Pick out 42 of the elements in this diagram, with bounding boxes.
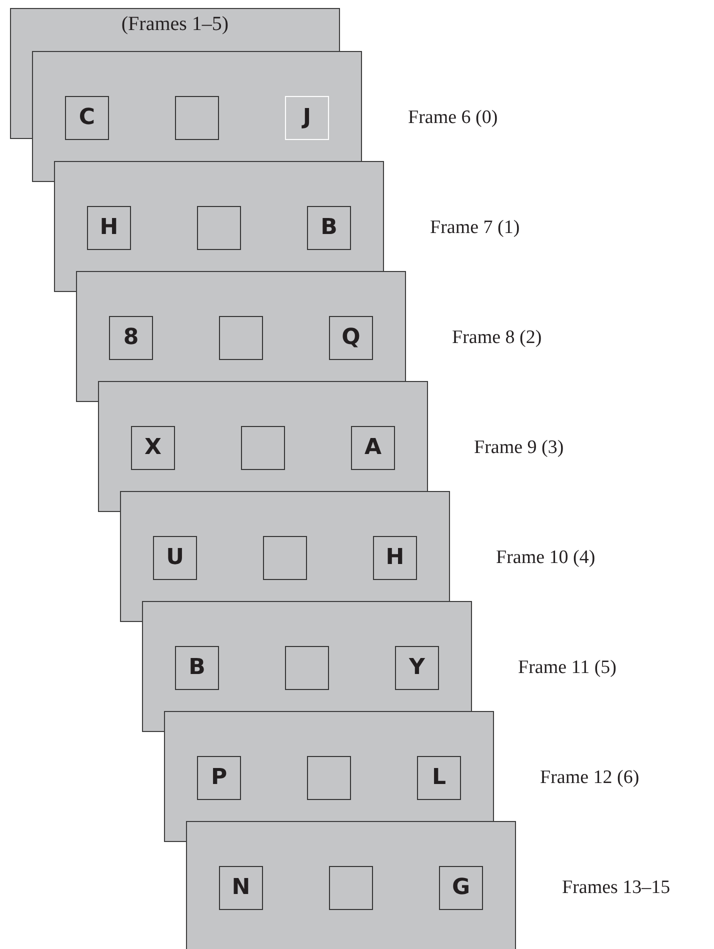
letter-box: J — [285, 96, 329, 140]
frame-label: Frame 9 (3) — [474, 438, 564, 457]
empty-box — [263, 536, 307, 580]
frame-caption: (Frames 1–5) — [120, 12, 230, 37]
letter-box: B — [307, 206, 351, 250]
letter-box: H — [87, 206, 131, 250]
frame-label: Frame 11 (5) — [518, 658, 616, 677]
letter-box: C — [65, 96, 109, 140]
frame-card — [98, 381, 428, 491]
empty-box — [285, 646, 329, 690]
frame-card — [32, 51, 362, 161]
frame-card — [54, 161, 384, 271]
frame-label: Frame 6 (0) — [408, 108, 498, 127]
frame-label: Frame 8 (2) — [452, 328, 542, 347]
empty-box — [197, 206, 241, 250]
letter-box: X — [131, 426, 175, 470]
frame-card — [164, 711, 494, 821]
frame-card — [142, 601, 472, 711]
letter-box: 8 — [109, 316, 153, 360]
frame-card — [76, 271, 406, 381]
letter-box: Y — [395, 646, 439, 690]
frame-card — [10, 8, 340, 51]
letter-box: N — [219, 866, 263, 910]
letter-box: L — [417, 756, 461, 800]
empty-box — [175, 96, 219, 140]
letter-box: U — [153, 536, 197, 580]
empty-box — [241, 426, 285, 470]
letter-box: P — [197, 756, 241, 800]
frame-label: Frame 12 (6) — [540, 768, 640, 787]
frame-card — [120, 491, 450, 601]
frame-card — [186, 821, 516, 949]
frame-label: Frames 13–15 — [562, 878, 670, 897]
empty-box — [307, 756, 351, 800]
empty-box — [329, 866, 373, 910]
letter-box: A — [351, 426, 395, 470]
frame-label: Frame 10 (4) — [496, 548, 596, 567]
letter-box: H — [373, 536, 417, 580]
letter-box: B — [175, 646, 219, 690]
letter-box: Q — [329, 316, 373, 360]
frame-label: Frame 7 (1) — [430, 218, 520, 237]
letter-box: G — [439, 866, 483, 910]
empty-box — [219, 316, 263, 360]
